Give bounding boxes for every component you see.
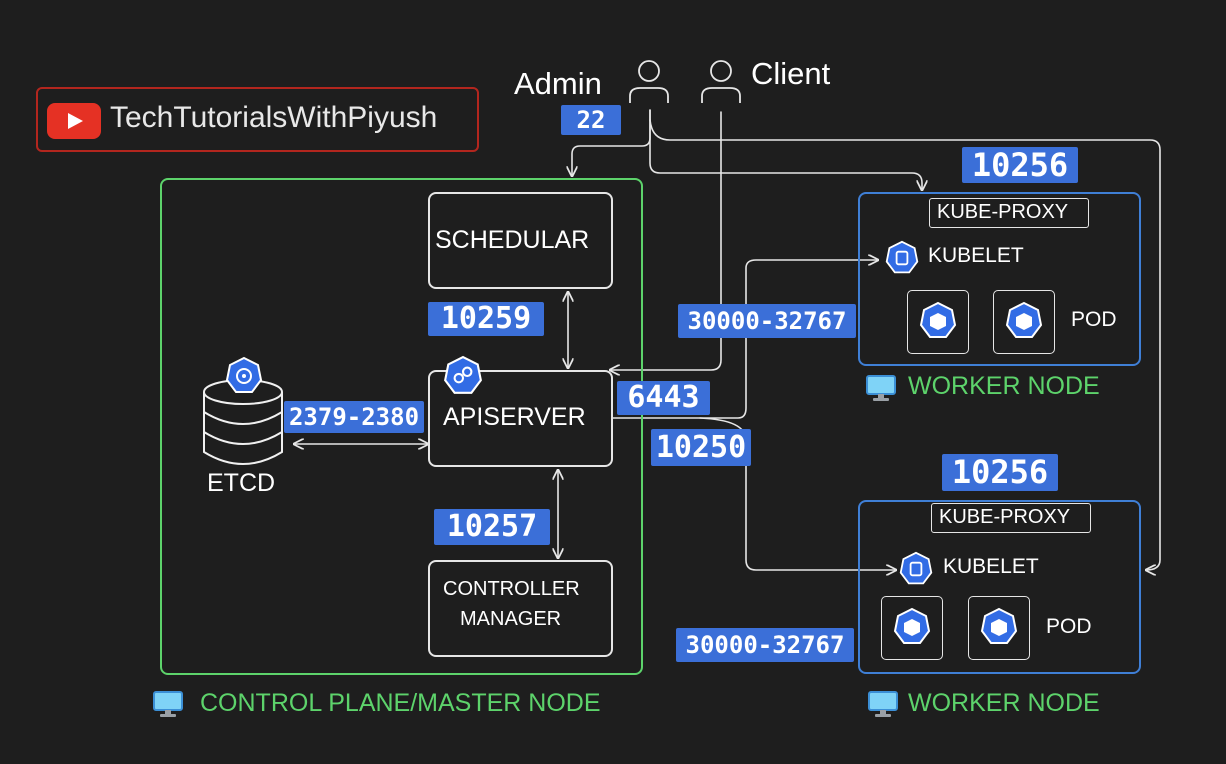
scheduler-box[interactable]: SCHEDULAR [428,192,613,289]
apiserver-box[interactable]: APISERVER [428,370,613,467]
port-badge-controller-manager: 10257 [434,509,550,545]
pod-1a-icon [919,301,957,338]
etcd-kubernetes-icon [225,356,263,393]
kubelet-2-label: KUBELET [943,555,1039,578]
controller-manager-label-line2: MANAGER [460,608,562,630]
pod-1b-icon [1005,301,1043,338]
worker-node-2-box [858,500,1141,674]
youtube-logo-icon [47,103,101,139]
channel-badge[interactable]: TechTutorialsWithPiyush [36,87,479,152]
worker-1-monitor-icon [866,375,896,401]
pod-2a-box[interactable] [881,596,943,660]
port-badge-kube-proxy-1: 10256 [962,147,1078,183]
scheduler-label: SCHEDULAR [435,226,590,254]
admin-to-worker1-arrow [649,109,922,190]
kubelet-2-kubernetes-icon [899,551,933,585]
pod-1a-box[interactable] [907,290,969,354]
port-badge-kubelet: 10250 [651,429,751,466]
port-badge-nodeport-2: 30000-32767 [676,628,854,662]
port-badge-nodeport-1: 30000-32767 [678,304,856,338]
pod-2a-icon [893,607,931,644]
worker-2-monitor-icon [868,691,898,717]
port-badge-kube-proxy-2: 10256 [942,454,1058,491]
port-badge-apiserver: 6443 [617,381,710,415]
port-badge-etcd: 2379-2380 [284,401,424,433]
control-plane-caption: CONTROL PLANE/MASTER NODE [200,689,601,717]
apiserver-to-kubelet2-arrow [699,417,896,570]
worker-2-caption: WORKER NODE [908,689,1100,717]
port-badge-ssh: 22 [561,105,621,135]
kube-proxy-1-label: KUBE-PROXY [937,201,1069,223]
control-plane-monitor-icon [153,691,183,717]
port-badge-scheduler: 10259 [428,302,544,336]
pod-1-label: POD [1071,308,1117,331]
controller-manager-box[interactable]: CONTROLLER MANAGER [428,560,613,657]
pod-2-label: POD [1046,615,1092,638]
pod-1b-box[interactable] [993,290,1055,354]
etcd-database-icon [203,379,283,465]
apiserver-label: APISERVER [443,403,586,431]
pod-2b-box[interactable] [968,596,1030,660]
pod-2b-icon [980,607,1018,644]
control-plane-box [160,178,643,675]
worker-1-caption: WORKER NODE [908,372,1100,400]
kubelet-1-kubernetes-icon [885,240,919,274]
kube-proxy-2-box[interactable]: KUBE-PROXY [931,503,1091,533]
client-label: Client [751,56,831,91]
client-to-apiserver-arrow [610,111,722,370]
kube-proxy-2-label: KUBE-PROXY [939,506,1071,528]
channel-name: TechTutorialsWithPiyush [110,101,438,134]
apiserver-kubernetes-icon [444,355,482,394]
apiserver-to-kubelet1-arrow [611,260,878,419]
kubelet-1-label: KUBELET [928,244,1024,267]
admin-label: Admin [514,66,602,101]
etcd-label: ETCD [207,469,276,497]
worker-node-1-box [858,192,1141,366]
kube-proxy-1-box[interactable]: KUBE-PROXY [929,198,1089,228]
controller-manager-label-line1: CONTROLLER [443,578,580,600]
admin-to-worker2-arrow [649,119,1161,570]
client-person-icon [701,60,741,103]
admin-person-icon [629,60,669,103]
